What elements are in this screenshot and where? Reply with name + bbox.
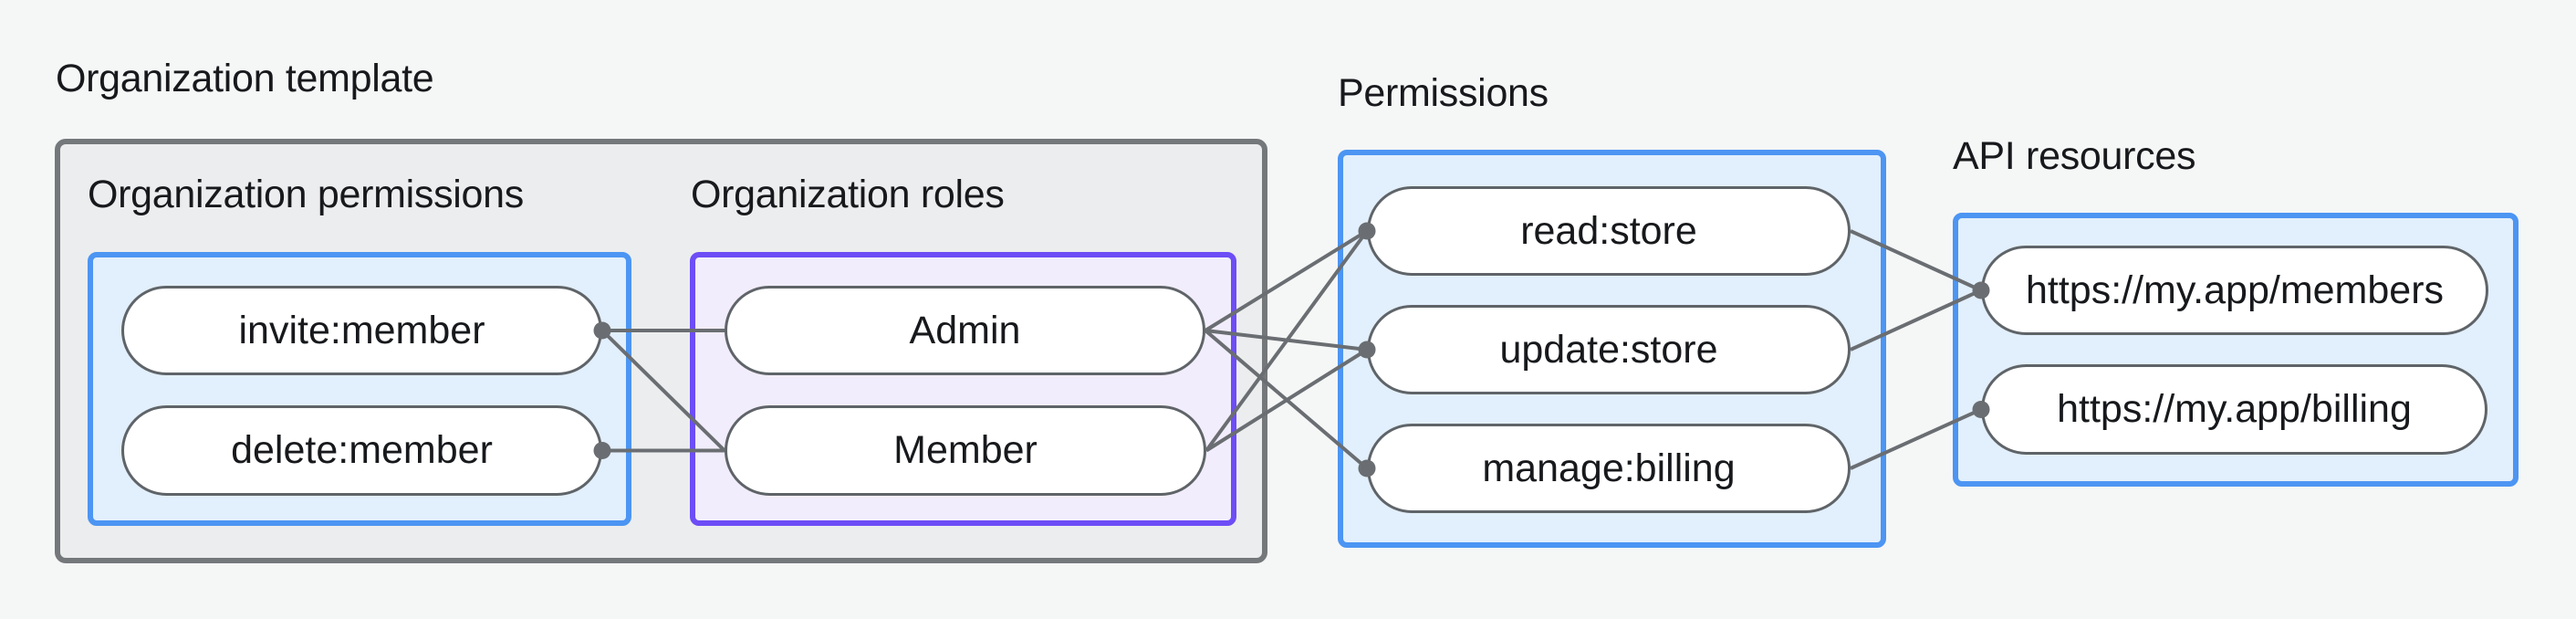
org-template-heading: Organization template (56, 57, 434, 100)
node-manage-billing: manage:billing (1367, 424, 1851, 513)
node-admin: Admin (725, 286, 1205, 375)
node-delete-member: delete:member (121, 405, 602, 496)
node-update-store: update:store (1367, 305, 1851, 394)
node-members-api-resource: https://my.app/members (1981, 246, 2488, 335)
api-resources-heading: API resources (1953, 134, 2196, 178)
node-invite-member: invite:member (121, 286, 602, 375)
node-billing-api-resource: https://my.app/billing (1981, 364, 2487, 455)
node-read-store: read:store (1367, 186, 1851, 276)
permissions-heading: Permissions (1338, 71, 1549, 115)
node-member: Member (725, 405, 1206, 496)
org-permissions-heading: Organization permissions (88, 173, 524, 216)
org-roles-heading: Organization roles (691, 173, 1005, 216)
